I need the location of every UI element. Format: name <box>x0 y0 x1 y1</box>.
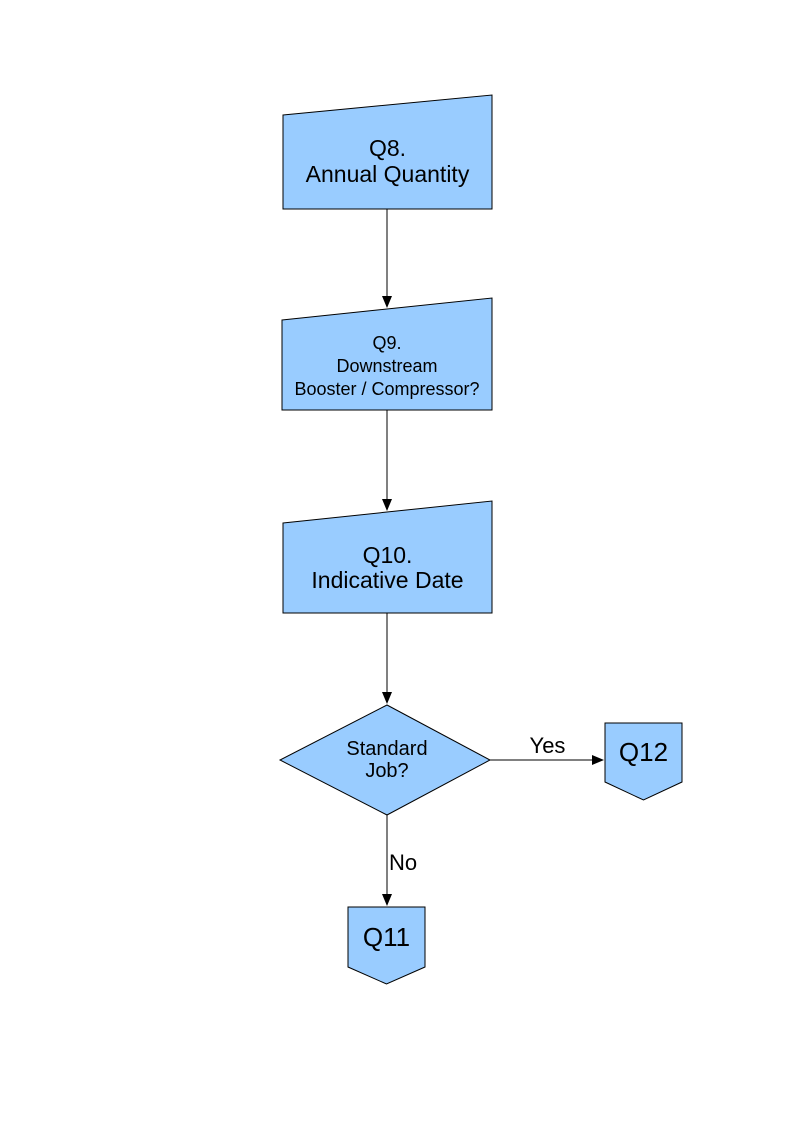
q10-label-line1: Q10. <box>362 542 413 568</box>
q9-label-line3: Booster / Compressor? <box>294 378 480 399</box>
q8-node-label: Q8. Annual Quantity <box>283 113 492 209</box>
q8-label-line1: Q8. <box>368 135 407 161</box>
q11-node-shape <box>347 906 426 985</box>
edge-label-yes: Yes <box>529 733 566 758</box>
q12-label-text: Q12 <box>618 736 669 767</box>
q9-label-line1: Q9. <box>372 332 402 353</box>
decision-node-label: Standard Job? <box>287 705 487 815</box>
edge-label-no: No <box>389 850 418 875</box>
q9-node-shape <box>281 297 493 411</box>
decision-label-line1: Standard <box>346 738 428 760</box>
q11-label-text: Q11 <box>362 921 411 952</box>
q9-label-line2: Downstream <box>336 355 438 376</box>
q12-node-shape <box>604 722 683 801</box>
decision-label-line2: Job? <box>365 760 409 782</box>
q8-label-line2: Annual Quantity <box>305 161 470 187</box>
q12-node-label: Q12 <box>605 722 682 782</box>
q11-node-label: Q11 <box>348 906 425 968</box>
q10-label-line2: Indicative Date <box>311 567 464 593</box>
q10-node-label: Q10. Indicative Date <box>283 523 492 613</box>
q10-node-shape <box>282 500 493 614</box>
q9-node-label: Q9. Downstream Booster / Compressor? <box>282 322 492 410</box>
q8-node-shape <box>282 94 493 210</box>
